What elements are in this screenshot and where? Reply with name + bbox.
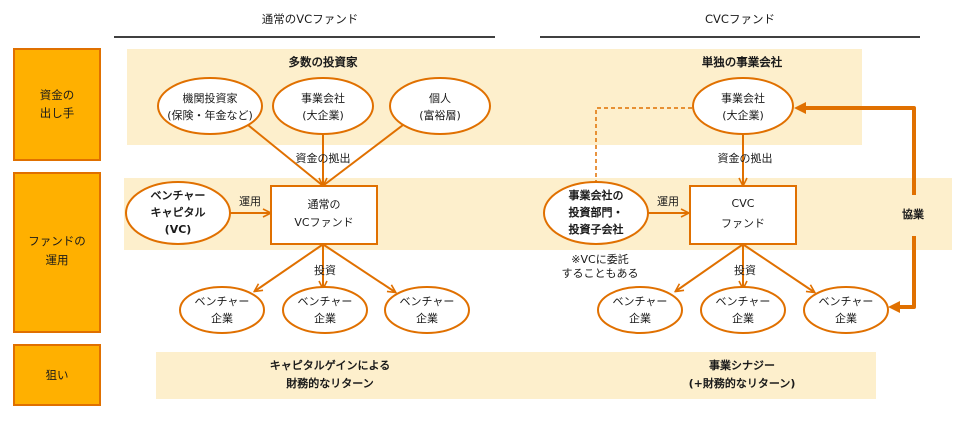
cvc-dashed-link xyxy=(595,107,692,185)
vc-investor-individual xyxy=(389,77,491,135)
vc-investor-corporate xyxy=(272,77,374,135)
cvc-collab-arrow-top xyxy=(794,102,916,195)
vc-investor-institutional-line1: 機関投資家 xyxy=(183,91,238,105)
vc-investors-title: 多数の投資家 xyxy=(289,55,358,69)
vc-investor-individual-line2: (富裕層) xyxy=(419,108,461,122)
vc-venture-2 xyxy=(282,286,368,334)
vc-investor-institutional xyxy=(157,77,263,135)
cvc-venture-1-line1: ベンチャー xyxy=(613,295,668,308)
cvc-header: CVCファンド xyxy=(705,12,775,26)
cvc-investor-corporate-line2: (大企業) xyxy=(722,108,764,122)
cvc-manager-line2: 投資部門・ xyxy=(569,205,624,219)
cvc-investor-title: 単独の事業会社 xyxy=(702,55,783,69)
cvc-manager-note-line2: することもある xyxy=(562,267,639,280)
vc-invest-arrow-3 xyxy=(323,244,395,292)
vc-venture-1-line2: 企業 xyxy=(211,311,233,325)
vc-fund-line1: 通常の xyxy=(308,198,341,211)
cvc-venture-3-line2: 企業 xyxy=(835,311,857,325)
vc-investor-corporate-line1: 事業会社 xyxy=(301,91,345,105)
cvc-fund-box xyxy=(689,185,797,245)
cvc-venture-2-line2: 企業 xyxy=(732,311,754,325)
cvc-investor-corporate-line1: 事業会社 xyxy=(721,91,765,105)
cvc-venture-3 xyxy=(803,286,889,334)
cvc-venture-2 xyxy=(700,286,786,334)
vc-venture-3-line2: 企業 xyxy=(416,311,438,325)
vc-contribution-label: 資金の拠出 xyxy=(296,151,351,165)
cvc-manager-line3: 投資子会社 xyxy=(569,222,624,236)
vc-connector-investor3 xyxy=(323,124,404,186)
row-label-goal xyxy=(13,344,101,406)
vc-invest-arrow-1 xyxy=(255,244,323,291)
cvc-goal-line2: (+財務的なリターン) xyxy=(689,376,796,390)
vc-manager-line3: (VC) xyxy=(165,223,192,236)
vc-header: 通常のVCファンド xyxy=(262,12,358,26)
cvc-venture-1 xyxy=(597,286,683,334)
cvc-contribution-label: 資金の拠出 xyxy=(718,151,773,165)
vc-goal-line1: キャピタルゲインによる xyxy=(270,358,390,372)
row-label-funders-line1: 資金の xyxy=(40,88,75,102)
row-label-operation xyxy=(13,172,101,333)
row-label-goal-text: 狙い xyxy=(46,368,69,382)
cvc-invest-arrow-1 xyxy=(676,244,743,291)
cvc-fund-line2: ファンド xyxy=(721,217,765,230)
vc-manager-line1: ベンチャー xyxy=(151,189,206,202)
cvc-invest-label: 投資 xyxy=(734,263,756,277)
vc-venture-2-line1: ベンチャー xyxy=(298,295,353,308)
vc-connector-investor1 xyxy=(247,124,323,186)
row-label-funders-line2: 出し手 xyxy=(40,106,75,120)
vc-venture-1-line1: ベンチャー xyxy=(195,295,250,308)
goal-band xyxy=(156,352,876,399)
vc-manager-line2: キャピタル xyxy=(151,206,206,219)
vc-goal-line2: 財務的なリターン xyxy=(285,376,373,390)
cvc-venture-1-line2: 企業 xyxy=(629,311,651,325)
cvc-investor-corporate xyxy=(692,77,794,135)
cvc-venture-2-line1: ベンチャー xyxy=(716,295,771,308)
vc-investor-individual-line1: 個人 xyxy=(429,92,451,105)
vc-investor-corporate-line2: (大企業) xyxy=(302,108,344,122)
vc-venture-1 xyxy=(179,286,265,334)
vc-venture-3 xyxy=(384,286,470,334)
cvc-collab-label: 協業 xyxy=(902,207,925,221)
cvc-fund-line1: CVC xyxy=(732,197,755,210)
vc-venture-3-line1: ベンチャー xyxy=(400,295,455,308)
vc-operate-label: 運用 xyxy=(239,195,261,208)
cvc-venture-3-line1: ベンチャー xyxy=(819,295,874,308)
cvc-manager-note-line1: ※VCに委託 xyxy=(571,252,628,266)
vc-invest-label: 投資 xyxy=(314,263,336,277)
row-label-operation-line1: ファンドの xyxy=(28,234,86,248)
cvc-operate-label: 運用 xyxy=(657,195,679,208)
vc-venture-2-line2: 企業 xyxy=(314,311,336,325)
vc-fund-line2: VCファンド xyxy=(294,216,353,229)
row-label-funders xyxy=(13,48,101,161)
row-label-operation-line2: 運用 xyxy=(46,253,69,267)
vc-investor-institutional-line2: (保険・年金など) xyxy=(167,108,253,122)
cvc-collab-arrow-bottom xyxy=(888,236,916,313)
cvc-invest-arrow-3 xyxy=(743,244,814,292)
cvc-manager-line1: 事業会社の xyxy=(569,188,624,202)
cvc-goal-line1: 事業シナジー xyxy=(709,358,775,372)
vc-fund-box xyxy=(270,185,378,245)
